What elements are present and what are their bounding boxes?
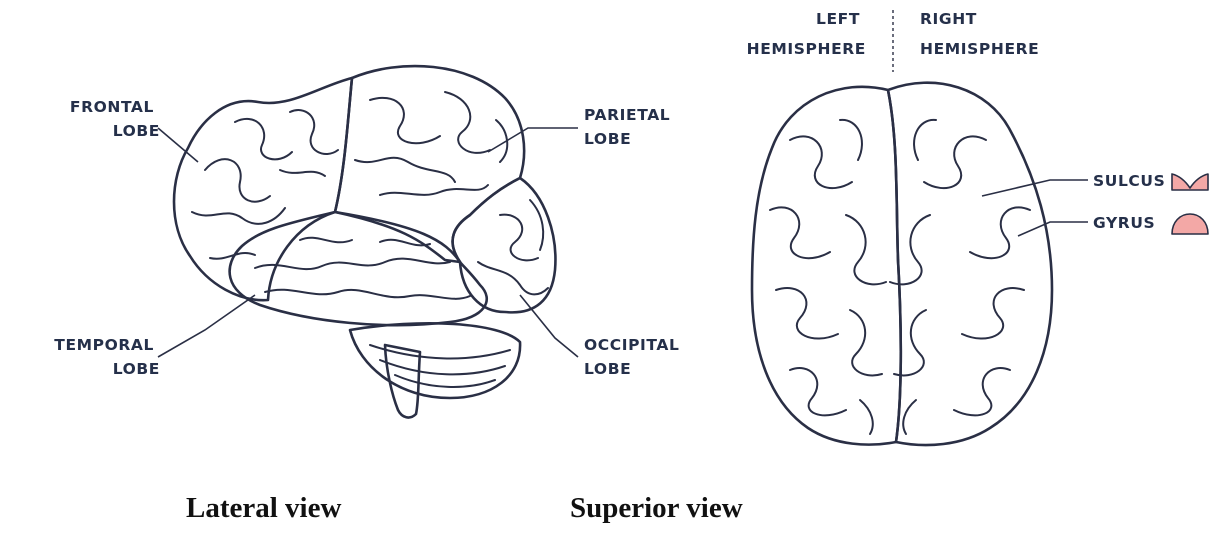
occipital-lobe-label-line2: LOBE — [584, 360, 631, 378]
gyrus-leader-line — [1018, 222, 1088, 236]
left-hemisphere-label: LEFT HEMISPHERE — [747, 10, 866, 58]
temporal-lobe-label: TEMPORAL LOBE — [54, 336, 160, 378]
gyrus-icon — [1172, 214, 1208, 234]
parietal-leader-line — [488, 128, 578, 152]
occipital-lobe-label: OCCIPITAL LOBE — [584, 336, 685, 378]
left-hemisphere-label-line1: LEFT — [816, 10, 860, 28]
right-hemisphere-label: RIGHT HEMISPHERE — [920, 10, 1039, 58]
frontal-lobe-label-line2: LOBE — [113, 122, 160, 140]
parietal-lobe-label-line2: LOBE — [584, 130, 631, 148]
parietal-lobe-label-line1: PARIETAL — [584, 106, 670, 124]
occipital-lobe — [453, 178, 556, 312]
occipital-leader-line — [520, 295, 578, 357]
parietal-lobe — [335, 66, 524, 262]
right-hemisphere-label-line2: HEMISPHERE — [920, 40, 1039, 58]
lateral-view-caption: Lateral view — [186, 492, 341, 524]
frontal-lobe-label: FRONTAL LOBE — [70, 98, 160, 140]
temporal-lobe — [230, 212, 487, 325]
right-hemisphere-label-line1: RIGHT — [920, 10, 977, 28]
lateral-brain-illustration — [174, 66, 555, 417]
sulcus-label: SULCUS — [1093, 172, 1165, 190]
occipital-lobe-label-line1: OCCIPITAL — [584, 336, 679, 354]
temporal-lobe-label-line2: LOBE — [113, 360, 160, 378]
frontal-leader-line — [158, 128, 198, 162]
frontal-lobe-label-line1: FRONTAL — [70, 98, 154, 116]
superior-view-caption: Superior view — [570, 492, 743, 524]
gyrus-label: GYRUS — [1093, 214, 1155, 232]
left-hemisphere — [752, 87, 901, 445]
sulcus-icon — [1172, 174, 1208, 190]
frontal-lobe — [174, 78, 352, 300]
parietal-lobe-label: PARIETAL LOBE — [584, 106, 676, 148]
temporal-lobe-label-line1: TEMPORAL — [54, 336, 154, 354]
temporal-leader-line — [158, 295, 255, 357]
superior-brain-illustration — [752, 83, 1052, 445]
left-hemisphere-label-line2: HEMISPHERE — [747, 40, 866, 58]
